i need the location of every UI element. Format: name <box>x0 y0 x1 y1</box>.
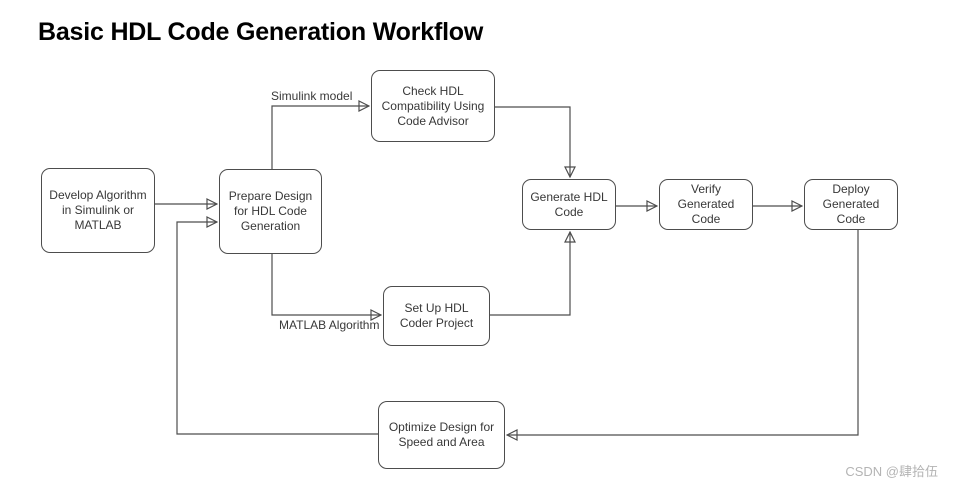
page-title: Basic HDL Code Generation Workflow <box>38 18 484 46</box>
node-develop-algorithm: Develop Algorithm in Simulink or MATLAB <box>41 168 155 253</box>
edge-prepare-to-check <box>271 106 369 169</box>
edge-check-to-generate <box>495 106 570 177</box>
edge-label-matlab-algorithm: MATLAB Algorithm <box>279 318 380 332</box>
node-verify-generated-code: Verify Generated Code <box>659 179 753 230</box>
node-check-hdl-compatibility: Check HDL Compatibility Using Code Advis… <box>371 70 495 142</box>
edge-label-simulink-model: Simulink model <box>271 89 353 103</box>
node-prepare-design: Prepare Design for HDL Code Generation <box>219 169 322 254</box>
edge-optimize-to-prepare <box>176 222 378 435</box>
edge-deploy-to-optimize <box>507 230 859 435</box>
node-optimize-design: Optimize Design for Speed and Area <box>378 401 505 469</box>
node-deploy-generated-code: Deploy Generated Code <box>804 179 898 230</box>
csdn-watermark: CSDN @肆拾伍 <box>845 464 938 479</box>
edge-setup-to-generate <box>490 232 570 316</box>
node-generate-hdl-code: Generate HDL Code <box>522 179 616 230</box>
edge-prepare-to-setup <box>271 254 381 315</box>
node-setup-hdl-coder-project: Set Up HDL Coder Project <box>383 286 490 346</box>
